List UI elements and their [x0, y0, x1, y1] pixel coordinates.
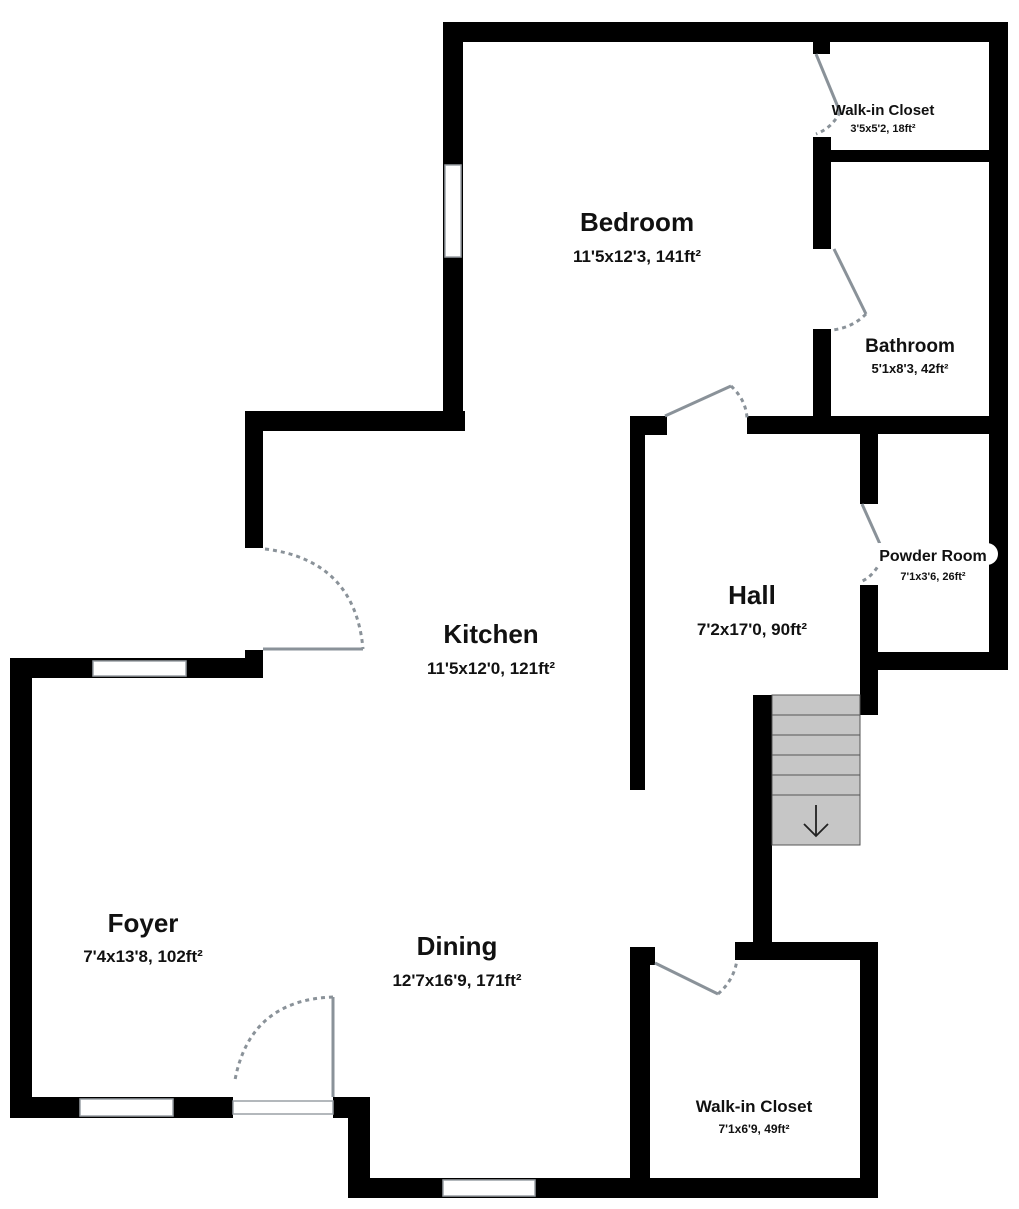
- wall-closet-lower-jamb: [630, 947, 655, 965]
- room-name-powder-room: Powder Room: [879, 548, 987, 565]
- room-dims-dining: 12'7x16'9, 171ft²: [392, 971, 521, 990]
- wall-powder-bottom: [860, 652, 1008, 670]
- wall-bath-bottom: [747, 416, 1008, 434]
- opening-foyer-door: [232, 1100, 334, 1115]
- door-foyer-arc: [233, 995, 334, 1081]
- room-name-walkin-closet-upper: Walk-in Closet: [832, 102, 935, 119]
- stair-step: [771, 734, 861, 756]
- powder-room-label-bg: [868, 543, 998, 565]
- room-dims-hall: 7'2x17'0, 90ft²: [697, 620, 807, 639]
- window-dining-bottom: [442, 1179, 536, 1197]
- walls: [10, 22, 1008, 1198]
- wall-dining-left-bottom: [348, 1097, 370, 1198]
- stair-step: [771, 774, 861, 796]
- stair-step: [771, 694, 861, 716]
- room-name-walkin-closet-lower: Walk-in Closet: [696, 1097, 813, 1116]
- wall-foyer-left: [10, 658, 32, 1118]
- wall-bottom: [348, 1178, 878, 1198]
- room-dims-bathroom: 5'1x8'3, 42ft²: [871, 361, 949, 376]
- wall-stairs-left: [753, 695, 772, 960]
- doors: [233, 53, 886, 1097]
- room-name-kitchen: Kitchen: [443, 619, 538, 649]
- door-closet-lower-arc: [717, 959, 739, 996]
- room-dims-foyer: 7'4x13'8, 102ft²: [83, 947, 203, 966]
- stairs: [771, 694, 861, 846]
- room-dims-bedroom: 11'5x12'3, 141ft²: [573, 247, 701, 266]
- wall-right-outer: [989, 22, 1008, 670]
- room-name-bedroom: Bedroom: [580, 207, 694, 237]
- room-dims-powder-room: 7'1x3'6, 26ft²: [900, 571, 965, 583]
- door-closet-lower-leaf: [654, 961, 719, 996]
- wall-kitchen-hall-divider: [630, 430, 645, 790]
- wall-closet-bottom: [813, 150, 1008, 162]
- stair-step: [771, 714, 861, 736]
- wall-bedroom-top: [443, 22, 1008, 42]
- room-dims-walkin-closet-lower: 7'1x6'9, 49ft²: [718, 1122, 789, 1136]
- wall-closet-lower-right: [860, 942, 878, 1198]
- stair-step: [771, 754, 861, 776]
- wall-stairs-right-top: [860, 670, 878, 715]
- wall-kitchen-left: [245, 411, 263, 548]
- window-foyer-bottom: [79, 1098, 174, 1117]
- window-bedroom-left: [444, 164, 462, 258]
- room-name-foyer: Foyer: [108, 908, 179, 938]
- wall-closet-door-jamb: [813, 40, 830, 54]
- wall-bedroom-bottom-left: [245, 411, 465, 431]
- room-name-hall: Hall: [728, 580, 776, 610]
- room-dims-walkin-closet-upper: 3'5x5'2, 18ft²: [850, 123, 915, 135]
- door-bedroom-arc: [729, 384, 749, 419]
- wall-closet-lower-left: [630, 947, 650, 1198]
- wall-powder-left-upper: [860, 430, 878, 504]
- down-arrow-icon: [803, 805, 829, 838]
- door-closet-upper-arc: [815, 111, 842, 136]
- door-kitchen-arc: [264, 547, 365, 650]
- windows: [79, 164, 536, 1197]
- wall-bath-left-lower: [813, 329, 831, 421]
- door-bathroom-arc: [831, 312, 868, 332]
- room-dims-kitchen: 11'5x12'0, 121ft²: [427, 659, 555, 678]
- room-labels: Bedroom 11'5x12'3, 141ft² Walk-in Closet…: [83, 102, 998, 1136]
- door-bathroom-leaf: [832, 248, 868, 315]
- door-closet-upper-leaf: [814, 53, 842, 113]
- room-name-dining: Dining: [417, 931, 498, 961]
- room-name-bathroom: Bathroom: [865, 336, 955, 357]
- wall-bath-left-upper: [813, 137, 831, 249]
- window-foyer-top: [92, 660, 187, 677]
- door-bedroom-leaf: [664, 384, 732, 418]
